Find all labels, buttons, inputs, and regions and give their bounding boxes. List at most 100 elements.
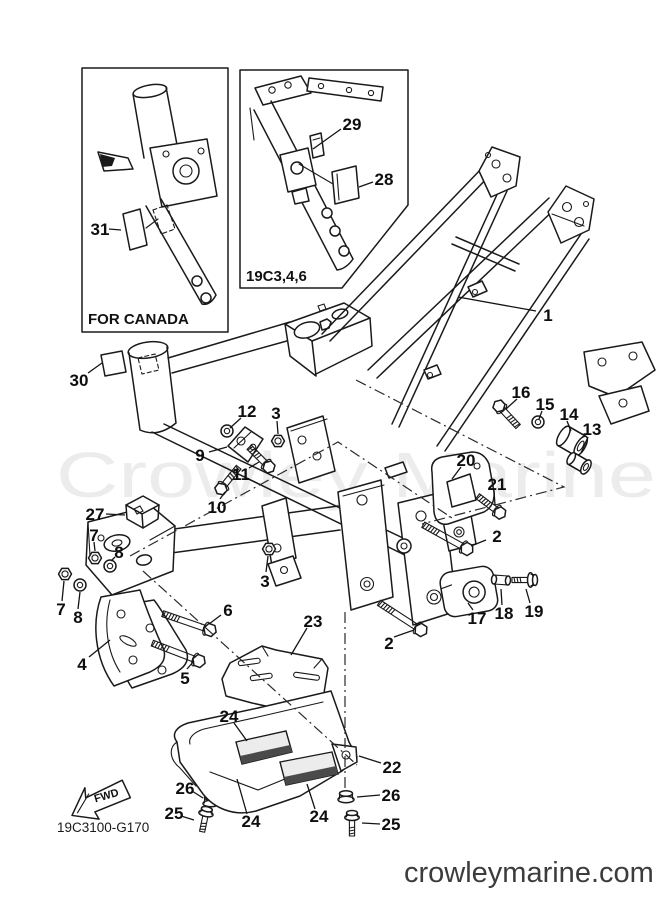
callout-leader-23 xyxy=(290,627,308,656)
bolt-16-icon xyxy=(489,396,524,432)
callout-leader-3 xyxy=(265,555,269,573)
callout-number-29: 29 xyxy=(343,115,362,134)
callout-leader-3 xyxy=(276,420,279,435)
callout-leader-5 xyxy=(186,660,195,670)
callout-leader-13 xyxy=(580,436,589,454)
inset-for-canada: FOR CANADA xyxy=(81,67,229,333)
callout-number-13: 13 xyxy=(583,420,602,439)
callout-number-23: 23 xyxy=(304,612,323,631)
inset-canada-frame-art xyxy=(97,83,218,306)
callout-leader-28 xyxy=(358,181,374,188)
callout-number-28: 28 xyxy=(375,170,394,189)
callout-number-25: 25 xyxy=(165,804,184,823)
part-28-damper-sheet xyxy=(331,165,360,205)
bolt-19-icon xyxy=(511,572,539,588)
callout-number-11: 11 xyxy=(232,465,250,484)
callout-number-6: 6 xyxy=(223,601,232,620)
side-bracket-right xyxy=(583,341,656,425)
callout-number-8: 8 xyxy=(73,608,82,627)
callout-number-17: 17 xyxy=(468,609,487,628)
inset-models-caption: 19C3,4,6 xyxy=(246,268,307,285)
callout-number-3: 3 xyxy=(260,572,269,591)
callout-number-15: 15 xyxy=(536,395,555,414)
callout-leader-20 xyxy=(451,466,462,480)
construction-lines xyxy=(129,379,566,790)
callout-number-19: 19 xyxy=(525,602,544,621)
callout-number-9: 9 xyxy=(195,446,204,465)
callout-leader-26 xyxy=(356,794,381,798)
callout-number-12: 12 xyxy=(238,402,257,421)
fwd-arrow: FWD xyxy=(71,779,132,820)
callout-number-5: 5 xyxy=(180,669,189,688)
callout-leader-6 xyxy=(208,614,222,625)
callout-number-24: 24 xyxy=(220,707,239,726)
nut-3a-icon xyxy=(270,434,286,448)
callout-number-3: 3 xyxy=(271,404,280,423)
part-31-label-sticker xyxy=(122,208,159,251)
part-14-collar xyxy=(555,425,589,457)
callout-leader-15 xyxy=(538,410,543,420)
callout-leader-24 xyxy=(233,722,248,742)
callout-number-7: 7 xyxy=(56,600,65,619)
callout-number-20: 20 xyxy=(457,451,476,470)
callout-leader-14 xyxy=(566,420,572,432)
callout-leader-8 xyxy=(77,591,81,610)
callout-number-10: 10 xyxy=(208,498,227,517)
callout-number-30: 30 xyxy=(70,371,89,390)
callout-leader-4 xyxy=(88,639,111,658)
callout-leader-1 xyxy=(457,296,537,312)
callout-leader-26 xyxy=(191,790,204,799)
callout-leader-12 xyxy=(229,417,242,429)
callout-number-24: 24 xyxy=(310,807,329,826)
callout-leader-22 xyxy=(358,755,382,764)
callout-leader-2 xyxy=(470,539,487,547)
nut-3b-icon xyxy=(261,542,277,556)
callout-number-18: 18 xyxy=(495,604,514,623)
washer-8b-icon xyxy=(73,578,87,592)
drawing-number: 19C3100-G170 xyxy=(57,820,149,835)
part-20-guard xyxy=(430,451,495,525)
callout-leader-29 xyxy=(312,128,342,150)
callout-leader-31 xyxy=(108,228,122,231)
callout-leader-8 xyxy=(110,556,116,562)
callout-leader-7 xyxy=(61,580,65,602)
callout-number-27: 27 xyxy=(86,505,105,524)
inset-models-frame-art xyxy=(249,75,384,271)
callout-leader-11 xyxy=(248,461,260,469)
callout-number-1: 1 xyxy=(543,306,552,325)
callout-leader-10 xyxy=(219,491,226,500)
callout-number-2: 2 xyxy=(492,527,501,546)
callout-leader-30 xyxy=(87,362,103,374)
callout-number-7: 7 xyxy=(89,526,98,545)
part-4-guard-bracket xyxy=(95,589,189,689)
callout-leader-25 xyxy=(361,822,381,825)
callout-leader-27 xyxy=(105,513,126,516)
part-30-label-sticker xyxy=(100,350,160,377)
callout-leader-25 xyxy=(180,815,195,821)
inset-canada-caption: FOR CANADA xyxy=(88,311,189,328)
callout-leader-24 xyxy=(306,783,316,810)
part-23-damper-plate xyxy=(221,645,329,712)
inset-models: 19C3,4,6 xyxy=(239,69,409,289)
nut-7a-icon xyxy=(87,551,103,565)
callout-leader-19 xyxy=(525,588,531,604)
callout-leader-2 xyxy=(393,629,415,638)
part-9-bracket xyxy=(227,426,264,463)
callout-number-8: 8 xyxy=(114,543,123,562)
callout-leader-17 xyxy=(467,602,474,611)
footer-website: crowleymarine.com xyxy=(404,857,654,889)
nut-26b-icon xyxy=(337,789,355,804)
part-17-damper xyxy=(439,565,499,618)
callout-leader-21 xyxy=(493,490,496,506)
rear-bracket-left xyxy=(478,146,521,198)
callout-number-4: 4 xyxy=(77,655,87,674)
callout-leader-18 xyxy=(500,588,503,606)
callout-leader-16 xyxy=(505,398,518,410)
skid-plate-group xyxy=(170,645,358,814)
callout-leader-24 xyxy=(236,778,248,815)
part-27-cushion xyxy=(125,495,160,529)
washer-15-icon xyxy=(531,415,545,429)
bolt-25a-icon xyxy=(194,804,216,834)
part-24-strip-a xyxy=(235,730,293,765)
